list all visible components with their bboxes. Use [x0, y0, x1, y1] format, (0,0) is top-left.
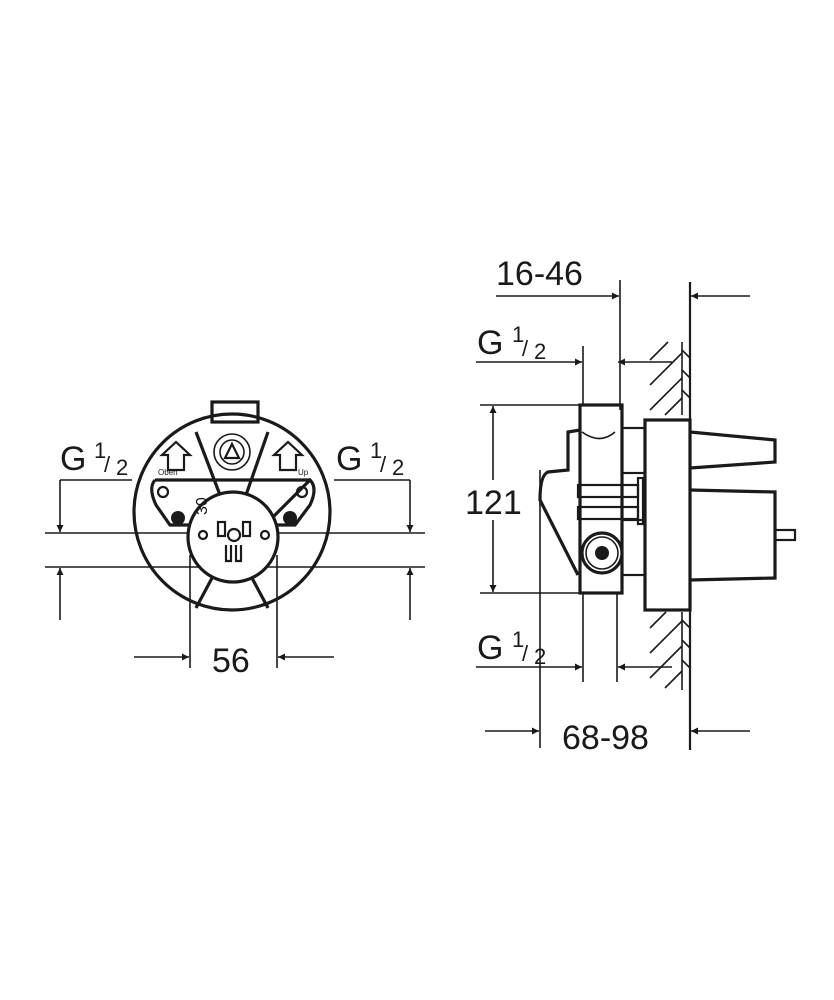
marking-left: Oben	[158, 468, 178, 477]
svg-text:1: 1	[94, 438, 106, 463]
bracket	[150, 477, 316, 527]
inlet-right-label: G	[336, 440, 362, 478]
dim-depth-bottom: 68-98	[562, 719, 649, 757]
up-arrow-icon-right	[271, 440, 305, 472]
svg-text:/: /	[522, 336, 529, 361]
svg-text:/: /	[104, 452, 111, 477]
cartridge-icon	[213, 433, 251, 471]
svg-text:1: 1	[512, 627, 524, 652]
svg-text:1: 1	[370, 438, 382, 463]
side-view: 16-46 G 1 / 2 121 G 1 / 2 68-98	[465, 255, 797, 757]
valve-body-circle	[186, 490, 280, 584]
handle	[689, 430, 777, 470]
svg-text:1: 1	[512, 322, 524, 347]
dim-30: 30	[194, 497, 211, 515]
dim-height-121: 121	[465, 484, 522, 522]
dim-depth-top: 16-46	[496, 255, 583, 293]
svg-text:2: 2	[534, 339, 546, 364]
dim-width-56: 56	[212, 642, 250, 680]
mounting-flange	[643, 418, 692, 612]
front-view: Oben Up 30 G 1 / 2 G 1 / 2 56	[45, 400, 425, 680]
marking-right: Up	[298, 468, 309, 477]
wall-hatching	[649, 341, 691, 689]
mounting-plate-circle	[132, 412, 332, 612]
svg-text:2: 2	[392, 455, 404, 480]
inlet-bottom-label: G	[477, 629, 503, 667]
up-arrow-icon-left	[159, 440, 193, 472]
svg-text:/: /	[522, 641, 529, 666]
casting	[538, 428, 581, 576]
cap	[689, 488, 777, 582]
top-port	[210, 400, 260, 424]
svg-text:2: 2	[116, 455, 128, 480]
inlet-top-label: G	[477, 324, 503, 362]
svg-text:/: /	[380, 452, 387, 477]
inlet-left-label: G	[60, 440, 86, 478]
